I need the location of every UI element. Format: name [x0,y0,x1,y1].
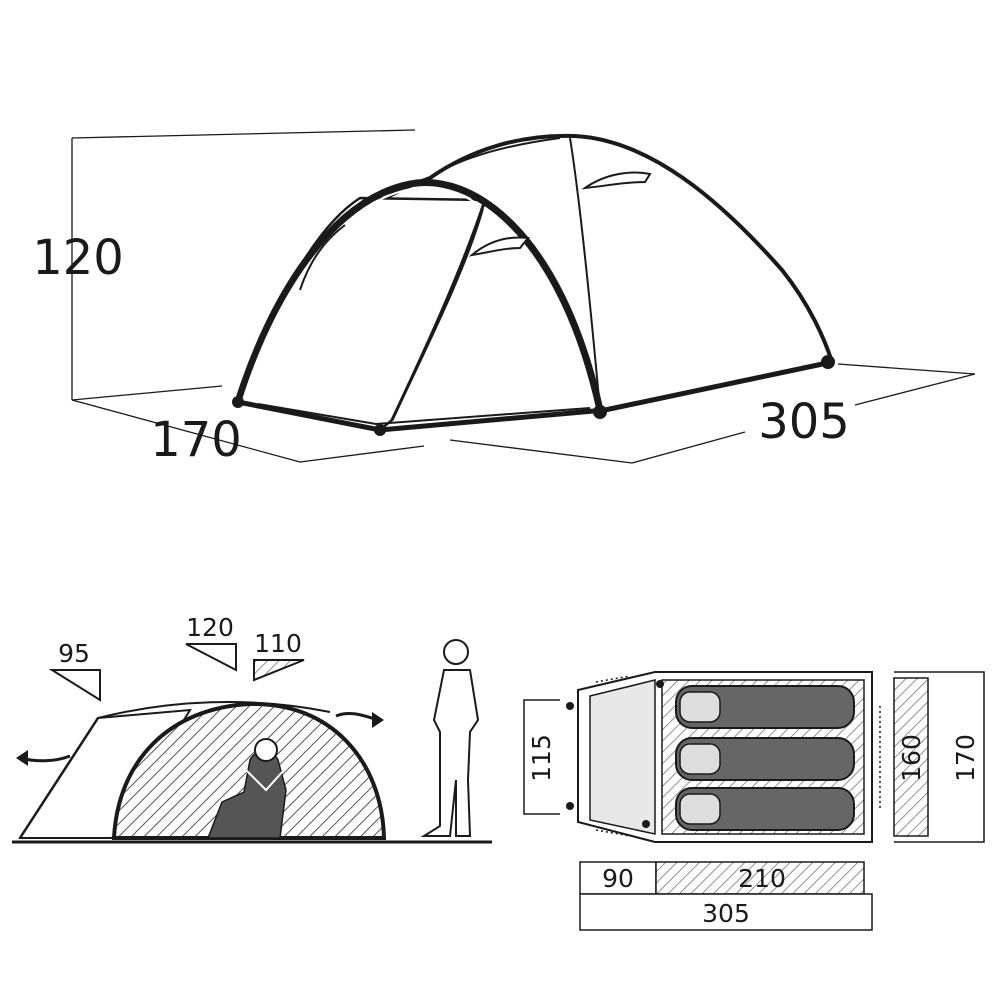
standing-person [420,639,480,837]
tent-floor-plan: 115 160 170 90 210 305 [523,671,985,931]
rear-label: 110 [254,629,302,658]
angle-95-triangle [48,669,101,702]
airflow-arrow-left [16,750,71,766]
vestibule-area [589,679,656,835]
tent-3d-view: 120 170 305 [32,129,976,468]
vestibule-depth-label: 90 [602,864,634,893]
height-label: 120 [32,230,124,286]
inner-length-bar [655,861,865,895]
total-length-bar [579,893,873,931]
sleeping-bag [675,787,855,831]
total-length-label: 305 [702,899,750,928]
tent-side-view: 95 120 110 [12,613,492,844]
tent-pole-front [234,179,604,411]
total-width-label: 170 [951,734,980,782]
vestibule-front-label: 95 [58,639,90,668]
inner-tent-label: 120 [186,613,234,642]
angle-110-triangle [253,659,305,682]
sleeping-bag [675,685,855,729]
guy-lines [577,675,881,837]
sleeping-bag [675,737,855,781]
angle-120-triangle [185,643,237,672]
airflow-arrow-right [335,712,384,728]
tent-illustration [232,133,835,436]
stake-markers [566,680,664,828]
dimension-guides [71,129,976,464]
inner-length-label: 210 [738,864,786,893]
tent-vent [468,236,530,257]
inner-width-bar [893,677,929,837]
seated-person [206,738,287,839]
entrance-width-label: 115 [527,734,556,782]
inner-width-label: 160 [897,734,926,782]
length-label: 305 [758,394,850,450]
width-label: 170 [150,412,242,468]
tent-vent [581,171,652,190]
